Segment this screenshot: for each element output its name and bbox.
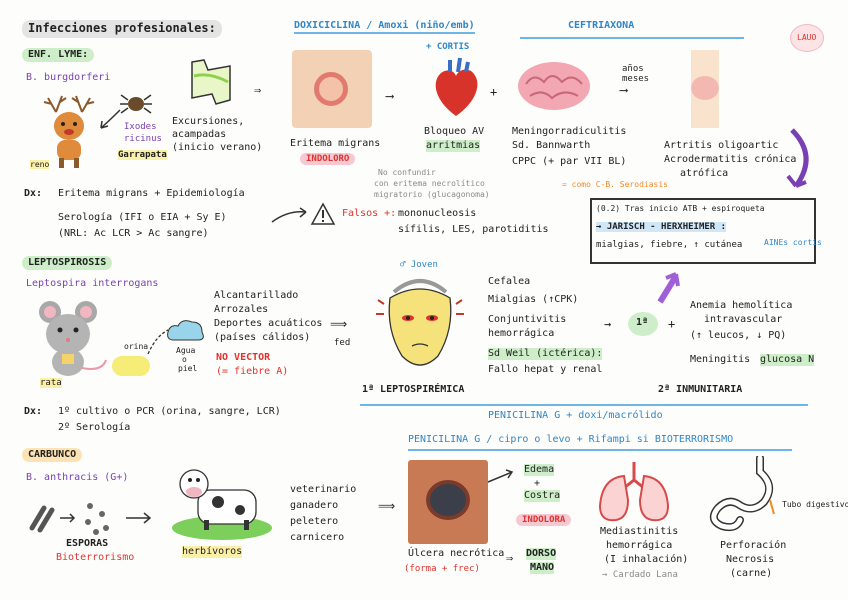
carbunco-agent: B. anthracis (G+) (26, 472, 129, 483)
rata-label: rata (40, 378, 62, 389)
carbunco-heading: CARBUNCO (22, 448, 83, 462)
jarisch-box (590, 198, 816, 264)
no-vector-label: NO VECTOR (216, 352, 271, 363)
ulcer-photo (408, 460, 488, 544)
page-title: Infecciones profesionales: (22, 20, 222, 38)
arrow-years: ⟶ (620, 83, 628, 97)
garrapata-label: Garrapata (118, 150, 167, 161)
heart-illustration (435, 57, 478, 116)
arrow-lepto: ⟹ (330, 317, 348, 331)
ceftriaxona-underline (520, 37, 744, 39)
lepto-agent: Leptospira interrogans (26, 278, 159, 289)
arrow-purple-up (657, 272, 680, 304)
digestive-tract-illustration (709, 456, 775, 532)
indolora-badge: INDOLORA (516, 514, 572, 527)
arrow-erythema-heart: ⟶ (386, 89, 394, 103)
ceftriaxona-label: CEFTRIAXONA (568, 20, 635, 31)
warning-icon (310, 202, 336, 225)
curved-arrow-purple (786, 128, 809, 188)
erythema-photo (292, 50, 372, 128)
arrow-orina-agua (147, 329, 169, 355)
urine-puddle (112, 356, 150, 376)
arrow-dx-falsos (271, 207, 307, 223)
arrow-tick-to-reno (100, 109, 121, 129)
cow-illustration (172, 469, 272, 540)
lepto-treatment: PENICILINA G + doxi/macrólido (488, 410, 663, 421)
lepto-dx-label: Dx: (24, 406, 43, 417)
arrow-ulcer-edema (487, 469, 514, 483)
lepto-heading: LEPTOSPIROSIS (22, 256, 113, 270)
cortis-label: + CORTIS (426, 42, 470, 52)
arrow-carbunco: ⟹ (378, 499, 396, 513)
lungs-illustration (598, 462, 670, 522)
reindeer-illustration (43, 95, 95, 168)
lyme-agent: B. burgdorferi (26, 72, 111, 83)
lepto-treatment-line (360, 404, 808, 406)
map-icon (191, 59, 231, 105)
lyme-treatment: DOXICICLINA / Amoxi (niño/emb) (294, 20, 475, 34)
fase-inmunitaria: 2ª INMUNITARIA (658, 384, 743, 395)
reno-label: reno (30, 160, 50, 170)
plus-lepto: + (668, 317, 676, 331)
rat-illustration (39, 301, 107, 376)
cloud-icon (167, 320, 204, 341)
arrow-dorso: ⇒ (506, 551, 514, 565)
patient-face-illustration (376, 279, 464, 366)
tick-icon (120, 94, 152, 114)
carbunco-treatment-line (408, 449, 792, 451)
plus-sign: + (490, 85, 498, 99)
herbivoros-label: herbívoros (182, 546, 243, 558)
arrow-exc: ⇒ (254, 83, 262, 97)
arrow-fase: → (604, 317, 612, 331)
logo: LAUO (790, 24, 824, 52)
knee-illustration (691, 50, 719, 128)
lyme-dx-label: Dx: (24, 188, 43, 199)
carbunco-treatment: PENICILINA G / cipro o levo + Rifampi si… (408, 434, 734, 445)
brain-illustration (518, 62, 590, 110)
indoloro-badge: INDOLORO (300, 153, 356, 166)
lyme-heading: ENF. LYME: (22, 48, 95, 62)
bacilli-spores-diagram (29, 503, 152, 535)
fase-badge-1: 1ª (628, 312, 658, 336)
fase-leptospiremica: 1ª LEPTOSPIRÉMICA (362, 384, 465, 395)
